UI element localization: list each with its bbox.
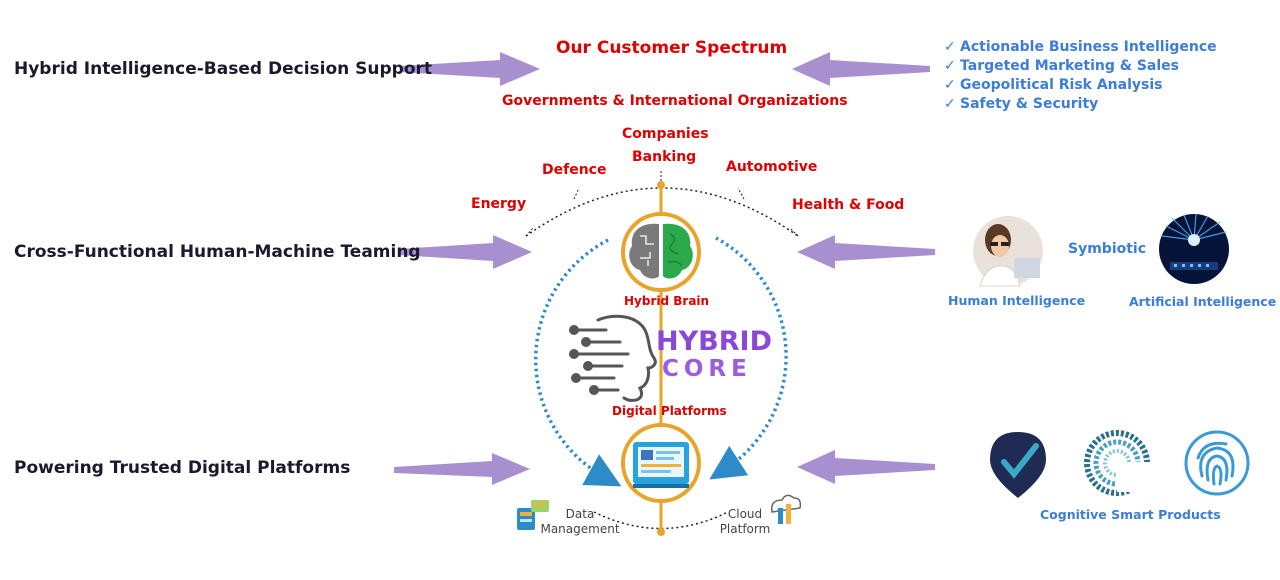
benefit-item: ✓Safety & Security — [944, 96, 1099, 112]
left-label-human-machine-teaming: Cross-Functional Human-Machine Teaming — [14, 242, 421, 262]
spiral-logo-icon — [1084, 430, 1151, 496]
left-label-digital-platforms: Powering Trusted Digital Platforms — [14, 458, 351, 478]
benefit-item: ✓Actionable Business Intelligence — [944, 39, 1217, 55]
sector-banking: Banking — [632, 149, 697, 165]
arrow-row2-right — [797, 235, 935, 269]
cycle-arc-right — [709, 236, 788, 480]
digital-platform-icon — [621, 423, 701, 503]
sector-defence: Defence — [542, 162, 607, 178]
arrow-row2-left — [398, 235, 532, 269]
sector-automotive: Automotive — [726, 159, 818, 175]
data-management-icon — [517, 500, 549, 530]
check-icon: ✓ — [944, 96, 956, 112]
fingerprint-icon — [1184, 430, 1250, 496]
artificial-intelligence-label: Artificial Intelligence — [1129, 294, 1277, 309]
arrow-row1-left — [400, 52, 540, 86]
check-icon: ✓ — [944, 39, 956, 55]
check-icon: ✓ — [944, 58, 956, 74]
benefits-list: ✓Actionable Business Intelligence ✓Targe… — [944, 38, 1217, 114]
sector-companies: Companies — [622, 126, 709, 142]
hybrid-core-head-icon — [569, 314, 657, 402]
hybrid-brain-label: Hybrid Brain — [624, 294, 710, 308]
arrow-row1-right — [792, 52, 930, 86]
digital-platforms-label: Digital Platforms — [612, 404, 727, 418]
arrow-row3-right — [797, 450, 935, 484]
benefit-item: ✓Geopolitical Risk Analysis — [944, 77, 1163, 93]
check-icon: ✓ — [944, 77, 956, 93]
location-check-icon — [990, 432, 1046, 498]
hybrid-core-logo-line1: HYBRID — [656, 326, 772, 357]
human-intelligence-icon — [973, 216, 1043, 287]
spectrum-title: Our Customer Spectrum — [556, 38, 788, 58]
symbiotic-label: Symbiotic — [1068, 241, 1147, 257]
arrow-row3-left — [394, 453, 530, 485]
benefit-item: ✓Targeted Marketing & Sales — [944, 58, 1180, 74]
hybrid-brain-icon — [621, 212, 701, 292]
sector-governments: Governments & International Organization… — [502, 93, 848, 109]
cycle-arc-left — [534, 238, 622, 487]
artificial-intelligence-icon — [1159, 213, 1229, 284]
cloud-platform-icon — [770, 494, 802, 524]
human-intelligence-label: Human Intelligence — [948, 293, 1086, 308]
left-label-decision-support: Hybrid Intelligence-Based Decision Suppo… — [14, 59, 433, 79]
sector-energy: Energy — [471, 196, 527, 212]
bottom-arc — [593, 511, 729, 530]
hybrid-core-logo-line2: CORE — [662, 356, 752, 382]
sector-health-food: Health & Food — [792, 197, 905, 213]
cognitive-smart-products-label: Cognitive Smart Products — [1040, 507, 1221, 522]
